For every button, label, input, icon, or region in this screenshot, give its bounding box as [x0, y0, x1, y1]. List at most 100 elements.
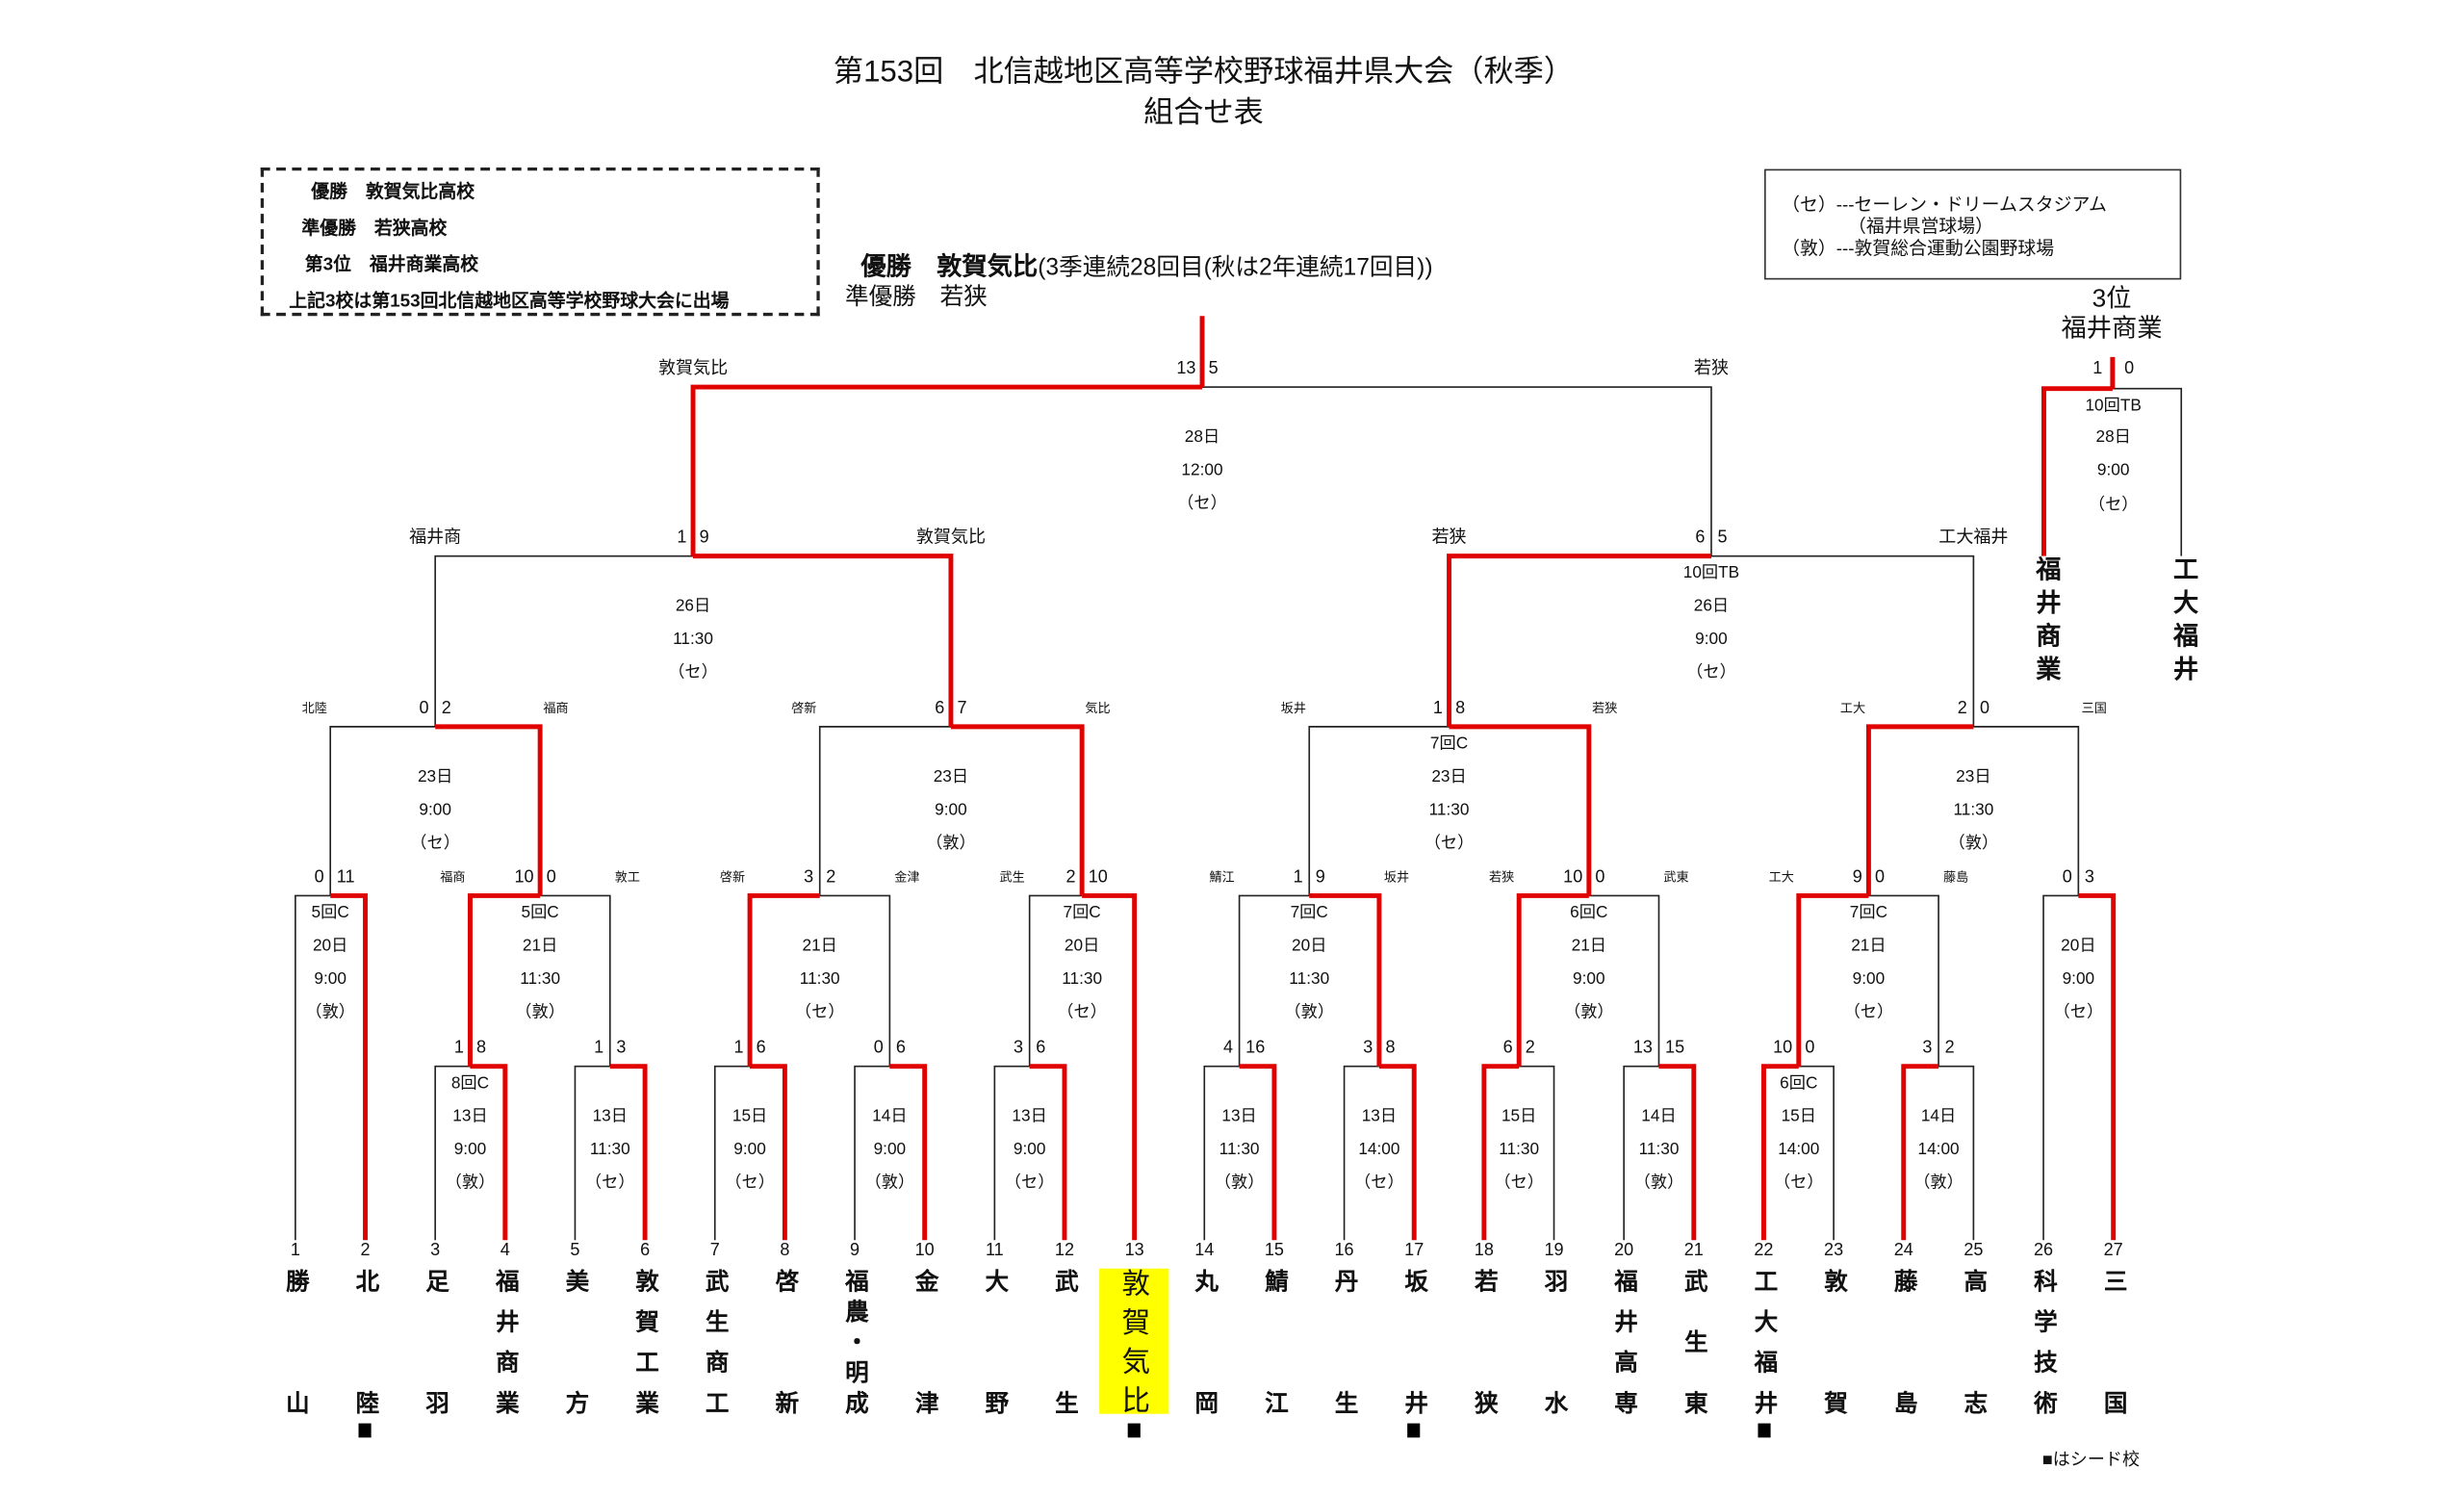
match-line-left — [1760, 1064, 1799, 1241]
venue-legend-se-sub: （福井県営球場） — [1847, 218, 1993, 238]
score-right: 2 — [1944, 1038, 1955, 1058]
score-left: 3 — [1922, 1038, 1933, 1058]
team-number: 25 — [1964, 1241, 1984, 1260]
team-name: 科学技術 — [2030, 1268, 2058, 1414]
match-line-right — [693, 554, 954, 727]
score-right: 2 — [826, 867, 836, 888]
team-abbr-left: 鯖江 — [1209, 870, 1235, 885]
game-venue: （セ） — [794, 1002, 845, 1022]
match-line-right — [1309, 892, 1382, 1067]
team-name: 敦賀気比 — [1099, 1268, 1169, 1414]
score-right: 3 — [2084, 867, 2094, 888]
team-name: 武生商工 — [702, 1268, 730, 1414]
score-left: 3 — [1363, 1038, 1373, 1058]
game-time: 14:00 — [1917, 1140, 1960, 1160]
game-time: 11:30 — [799, 969, 840, 989]
match-line-left — [468, 892, 541, 1067]
venue-legend-se: （セ）---セーレン・ドリームスタジアム — [1782, 195, 2107, 216]
page-subtitle: 組合せ表 — [1143, 96, 1264, 131]
game-venue: （セ） — [1424, 834, 1475, 853]
game-time: 9:00 — [1695, 630, 1728, 650]
game-date: 20日 — [1292, 936, 1327, 956]
game-venue: （セ） — [1057, 1002, 1107, 1022]
score-left: 1 — [1432, 699, 1443, 718]
match-line-left — [1343, 1065, 1379, 1241]
result-label: 優勝 — [311, 183, 348, 203]
game-note: 5回C — [311, 903, 349, 922]
game-time: 11:30 — [1953, 800, 1994, 820]
match-line-right — [1658, 1064, 1697, 1241]
game-time: 9:00 — [733, 1140, 766, 1160]
game-date: 13日 — [452, 1106, 488, 1126]
score-left: 6 — [1695, 528, 1706, 548]
match-line-right — [1082, 892, 1138, 1241]
team-number: 24 — [1893, 1241, 1913, 1260]
game-time: 11:30 — [1289, 969, 1330, 989]
third-place-line-right — [2112, 387, 2183, 556]
game-date: 14日 — [872, 1106, 908, 1126]
champion-detail: (3季連続28回目(秋は2年連続17回目)) — [1038, 254, 1433, 282]
game-venue: （セ） — [668, 662, 718, 683]
match-line-left — [1308, 726, 1450, 896]
venue-legend-box: （セ）---セーレン・ドリームスタジアム （福井県営球場） （敦）---敦賀総合… — [1764, 168, 2182, 280]
score-right: 2 — [441, 699, 451, 718]
score-right: 0 — [1805, 1038, 1815, 1058]
game-venue: （敦） — [445, 1173, 496, 1193]
team-name: 武生東 — [1681, 1268, 1708, 1414]
game-time: 9:00 — [1852, 969, 1886, 989]
game-time: 14:00 — [1778, 1140, 1820, 1160]
team-number: 2 — [360, 1241, 371, 1260]
score-left: 13 — [1632, 1038, 1653, 1058]
score-left: 0 — [419, 699, 429, 718]
team-abbr-right: 敦工 — [614, 870, 640, 885]
game-venue: （敦） — [1633, 1173, 1684, 1193]
team-number: 7 — [709, 1241, 720, 1260]
team-abbr-left: 啓新 — [719, 870, 746, 885]
game-venue: （敦） — [926, 834, 976, 853]
game-time: 11:30 — [1638, 1140, 1680, 1160]
champion-label: 優勝 — [860, 254, 911, 282]
match-line-right — [609, 1064, 648, 1241]
champion-line: 優勝 敦賀気比(3季連続28回目(秋は2年連続17回目)) — [860, 254, 1433, 282]
team-number: 19 — [1544, 1241, 1564, 1260]
match-line-left — [295, 894, 331, 1241]
team-name: 羽水 — [1541, 1268, 1569, 1414]
team-abbr-left: 福井商 — [409, 528, 462, 548]
score-left: 10 — [1773, 1038, 1793, 1058]
game-date: 15日 — [732, 1106, 768, 1126]
game-date: 28日 — [1184, 427, 1220, 447]
match-line-right — [1588, 894, 1660, 1067]
team-number: 23 — [1824, 1241, 1844, 1260]
team-abbr-left: 啓新 — [791, 701, 817, 716]
score-left: 0 — [314, 867, 324, 888]
result-school: 若狭高校 — [373, 219, 448, 239]
score-left: 2 — [1065, 867, 1076, 888]
team-name: 藤島 — [1890, 1268, 1918, 1414]
team-name: 福井商業 — [492, 1268, 520, 1414]
score-right: 6 — [756, 1038, 766, 1058]
match-line-left — [1865, 724, 1974, 896]
score-left: 1 — [594, 1038, 604, 1058]
game-note: 10回TB — [1682, 563, 1740, 583]
game-venue: （敦） — [1284, 1002, 1335, 1022]
score-left: 9 — [1852, 867, 1862, 888]
team-name: 武生 — [1051, 1268, 1079, 1414]
runner-up-label: 準優勝 — [844, 283, 916, 311]
team-number: 14 — [1194, 1241, 1215, 1260]
team-number: 1 — [290, 1241, 300, 1260]
score-left: 1 — [733, 1038, 744, 1058]
game-note: 6回C — [1780, 1073, 1818, 1094]
score-right: 0 — [546, 867, 556, 888]
score-right: 6 — [895, 1038, 906, 1058]
result-school: 敦賀気比高校 — [365, 183, 475, 203]
game-time: 11:30 — [1062, 969, 1103, 989]
game-date: 14日 — [1641, 1106, 1677, 1126]
third-place-date: 28日 — [2095, 427, 2131, 447]
game-date: 14日 — [1920, 1106, 1957, 1126]
game-time: 11:30 — [1219, 1140, 1260, 1160]
game-note: 7回C — [1849, 903, 1888, 922]
team-abbr-left: 若狭 — [1488, 870, 1515, 885]
match-line-right — [330, 892, 368, 1241]
match-line-right — [540, 894, 611, 1067]
game-venue: （敦） — [305, 1002, 356, 1022]
